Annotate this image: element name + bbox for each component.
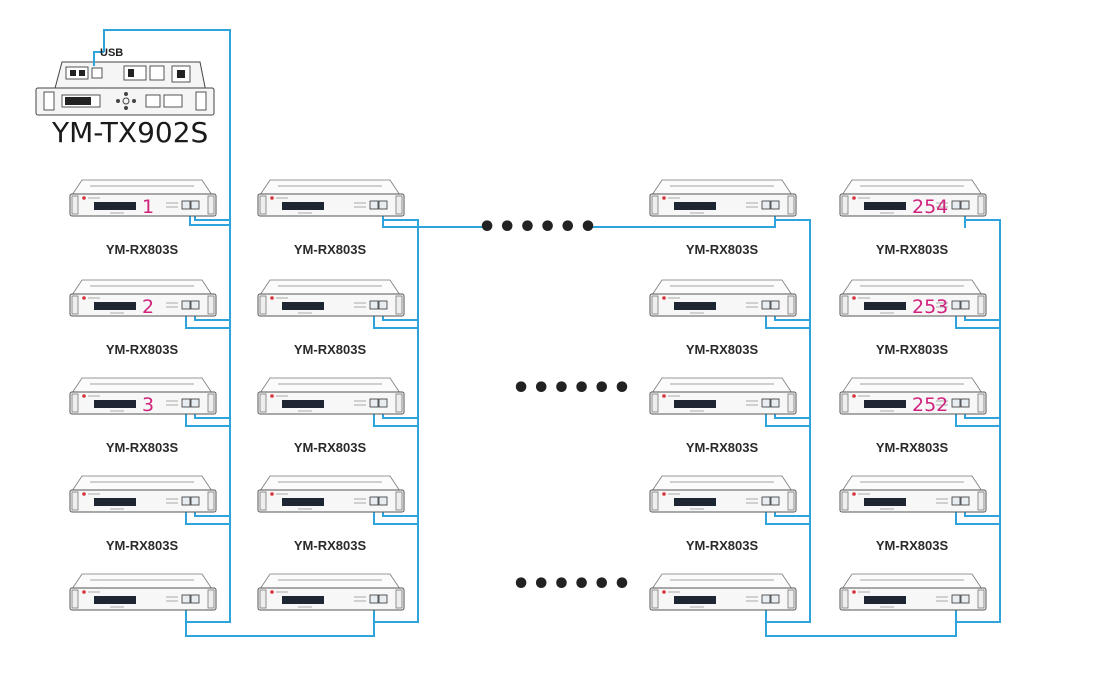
- receiver-model-label: YM-RX803S: [106, 538, 179, 553]
- ellipsis-marker: ••••••: [511, 567, 632, 602]
- cable-segment: [185, 408, 231, 525]
- receiver-labels: YM-RX803S YM-RX803S YM-RX803S YM-RX803S YM-R…: [106, 242, 949, 553]
- cable-segment: [955, 310, 1001, 427]
- receiver-device-icon: [69, 475, 217, 513]
- receiver-model-label: YM-RX803S: [294, 242, 367, 257]
- cable-segment: [185, 506, 231, 623]
- cable-segment: [185, 310, 231, 427]
- cable-segment: [765, 408, 811, 525]
- receiver-device-icon: [649, 279, 797, 317]
- cable-segment: [373, 506, 419, 623]
- cable-segment: [955, 408, 1001, 525]
- cable-segment: [185, 210, 231, 329]
- receiver-device-icon: [69, 573, 217, 611]
- cable-segment: [103, 29, 231, 226]
- ellipsis-marker: ••••••: [511, 371, 632, 406]
- receiver-number: 3: [142, 394, 154, 416]
- cable-segment: [373, 310, 419, 427]
- cable-segment: [765, 310, 811, 427]
- receiver-device-icon: 1: [69, 179, 217, 218]
- usb-cable-icon: [93, 51, 104, 66]
- cable-network: [103, 29, 1001, 637]
- receiver-device-icon: [257, 475, 405, 513]
- receiver-model-label: YM-RX803S: [876, 342, 949, 357]
- receiver-device-icon: [257, 279, 405, 317]
- receiver-number: 252: [912, 394, 948, 416]
- ellipsis-markers: •••••• •••••• ••••••: [477, 210, 632, 602]
- receiver-device-icon: [649, 573, 797, 611]
- receiver-model-label: YM-RX803S: [294, 342, 367, 357]
- cable-segment: [373, 408, 419, 525]
- receiver-number: 2: [142, 296, 154, 318]
- receiver-device-icon: [839, 573, 987, 611]
- receiver-model-label: YM-RX803S: [106, 440, 179, 455]
- receiver-model-label: YM-RX803S: [876, 538, 949, 553]
- usb-port-label: USB: [100, 47, 123, 59]
- transmitter-device-icon: USB YM-TX902S: [35, 47, 215, 149]
- receiver-device-icon: 3: [69, 377, 217, 416]
- receiver-device-icon: [257, 179, 405, 217]
- receiver-device-icon: [257, 377, 405, 415]
- ellipsis-marker: ••••••: [477, 210, 598, 245]
- receiver-device-icon: [649, 377, 797, 415]
- receiver-device-icon: [257, 573, 405, 611]
- receiver-grid: 1 2 3 254 253 252: [69, 179, 987, 611]
- receiver-model-label: YM-RX803S: [686, 242, 759, 257]
- receiver-device-icon: [649, 179, 797, 217]
- cable-segment: [955, 506, 1001, 623]
- receiver-device-icon: 254: [839, 179, 987, 218]
- receiver-number: 253: [912, 296, 948, 318]
- receiver-device-icon: [649, 475, 797, 513]
- receiver-model-label: YM-RX803S: [106, 242, 179, 257]
- receiver-model-label: YM-RX803S: [686, 538, 759, 553]
- receiver-device-icon: 2: [69, 279, 217, 318]
- receiver-model-label: YM-RX803S: [876, 440, 949, 455]
- receiver-model-label: YM-RX803S: [876, 242, 949, 257]
- cable-segment: [765, 622, 957, 637]
- receiver-model-label: YM-RX803S: [686, 342, 759, 357]
- cable-segment: [185, 622, 375, 637]
- receiver-model-label: YM-RX803S: [686, 440, 759, 455]
- receiver-number: 254: [912, 196, 948, 218]
- transmitter-model-label: YM-TX902S: [51, 116, 208, 149]
- receiver-device-icon: 253: [839, 279, 987, 318]
- receiver-device-icon: 252: [839, 377, 987, 416]
- receiver-model-label: YM-RX803S: [294, 440, 367, 455]
- receiver-device-icon: [839, 475, 987, 513]
- receiver-model-label: YM-RX803S: [106, 342, 179, 357]
- cable-segment: [765, 506, 811, 623]
- receiver-number: 1: [142, 196, 154, 218]
- receiver-model-label: YM-RX803S: [294, 538, 367, 553]
